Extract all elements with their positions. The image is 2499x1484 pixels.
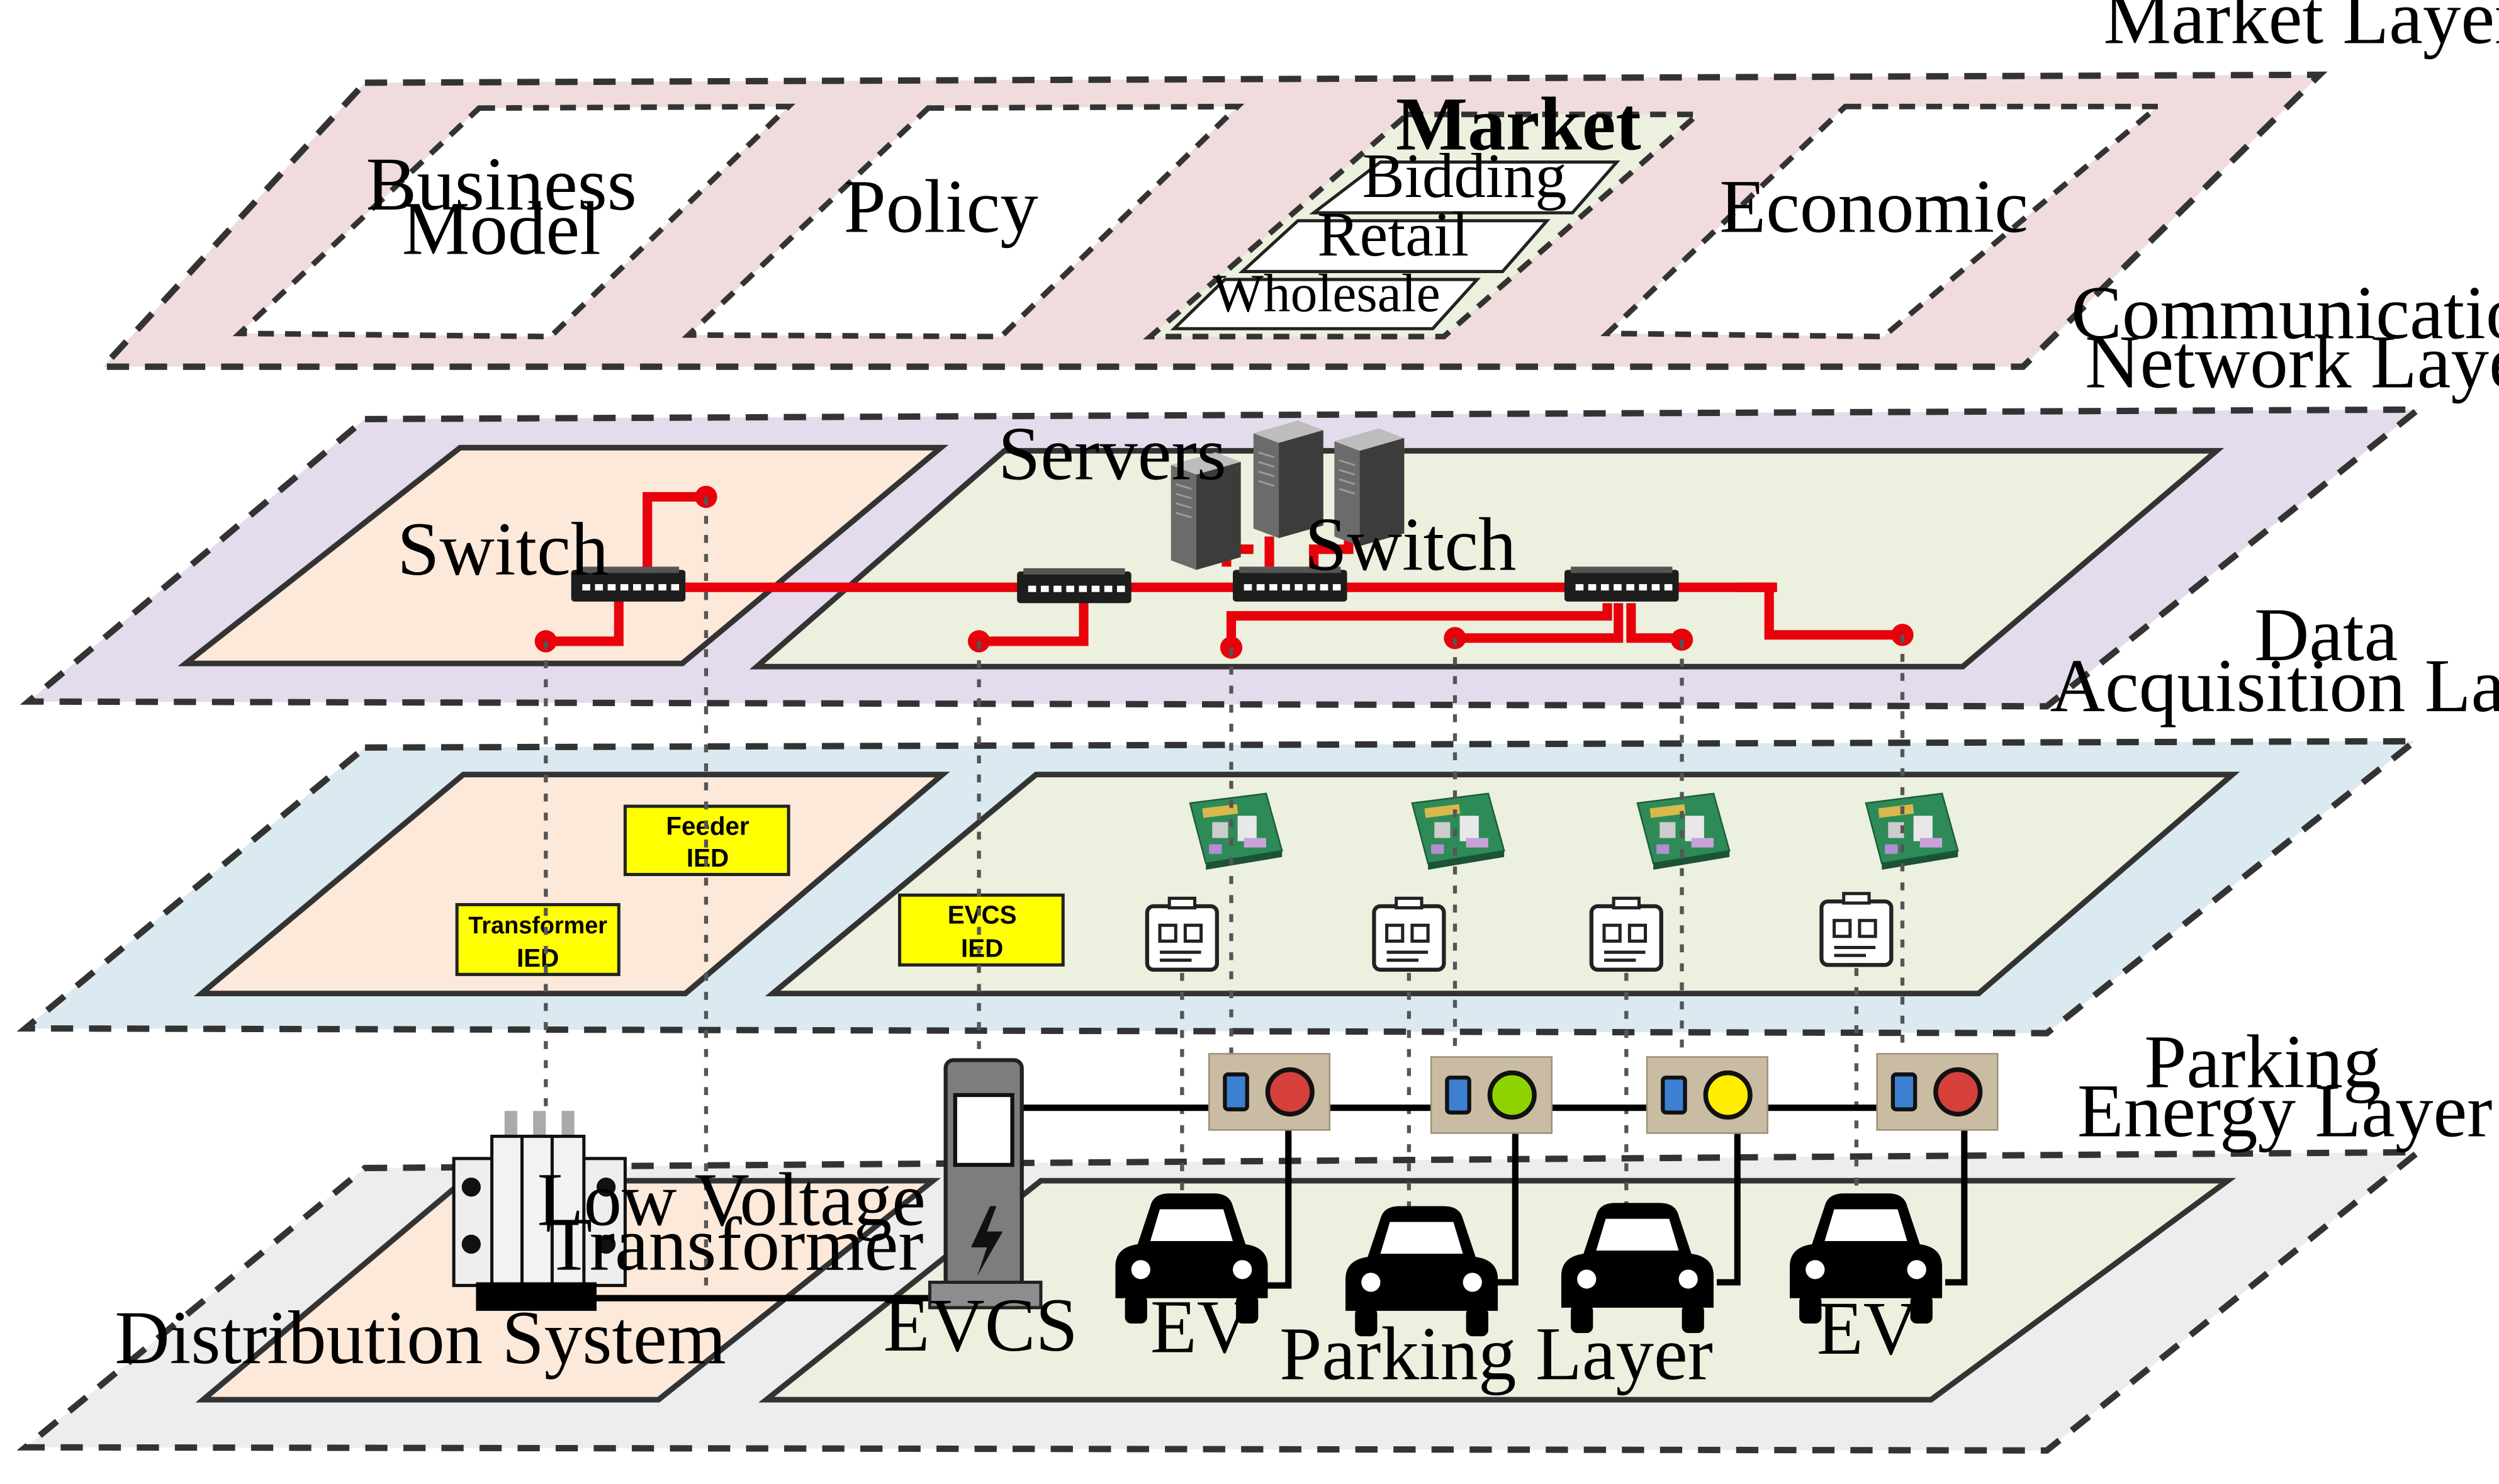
meter-device-icon-3: [1592, 898, 1661, 969]
transformer-ied-box: Transformer IED: [455, 902, 621, 976]
communication-layer-title-2: Network Layer: [2085, 320, 2499, 404]
ev-left-label: EV: [1150, 1284, 1252, 1369]
parking-layer-label: Parking Layer: [1279, 1312, 1713, 1396]
business-model-panel: [232, 103, 796, 340]
feeder-ied-label-2: IED: [687, 843, 729, 872]
market-layer-title: Market Layer: [2104, 0, 2499, 60]
business-model-label-2: Model: [402, 187, 601, 271]
switch-right-icon: [1564, 566, 1679, 602]
switch-right-label: Switch: [1305, 502, 1516, 587]
node-charger-1: [1220, 636, 1243, 659]
switch-mid-icon: [1017, 568, 1132, 604]
status-light-red-icon-2: [1933, 1067, 1983, 1117]
servers-label: Servers: [998, 412, 1227, 497]
parking-energy-layer-title-2: Energy Layer: [2077, 1069, 2493, 1154]
evcs-ied-box: EVCS IED: [898, 893, 1065, 967]
charger-post-1: [1209, 1054, 1330, 1130]
transformer-label: Low Voltage: [537, 1158, 926, 1242]
transformer-icon: [452, 1111, 627, 1311]
wholesale-box: [1170, 278, 1481, 330]
policy-label: Policy: [843, 164, 1038, 249]
comm-right-panel: [749, 447, 2225, 670]
transformer-ied-label: Transformer: [468, 913, 607, 939]
inter-layer-links: [544, 497, 1905, 1301]
retail-box: [1238, 219, 1551, 273]
evcs-ied-label: EVCS: [948, 901, 1017, 930]
distribution-system-label: Distribution System: [115, 1296, 726, 1380]
communication-layer-title: Communication: [2071, 271, 2499, 355]
market-title: Market: [1396, 82, 1641, 166]
ev-right-label: EV: [1817, 1286, 1918, 1371]
control-board-icon-2: [1411, 792, 1505, 871]
data-layer-title: Data: [2254, 593, 2398, 677]
policy-panel: [682, 103, 1245, 340]
economic-panel: [1600, 103, 2166, 340]
status-light-green-icon: [1487, 1070, 1537, 1120]
status-light-yellow-icon: [1703, 1070, 1753, 1120]
bidding-label: Bidding: [1362, 140, 1567, 211]
node-charger-3: [1670, 628, 1693, 651]
control-board-icon-1: [1189, 792, 1283, 871]
meter-device-icon-2: [1374, 898, 1444, 969]
wholesale-label: Wholesale: [1213, 263, 1440, 323]
comm-left-panel: [177, 444, 949, 666]
economic-label: Economic: [1719, 164, 2028, 249]
evcs-label: EVCS: [883, 1283, 1077, 1368]
business-model-label: Business: [366, 142, 637, 227]
evcs-ied-label-2: IED: [961, 934, 1003, 963]
meter-device-icon-4: [1821, 894, 1891, 965]
switch-left-label: Switch: [397, 507, 609, 592]
evcs-station-icon: [928, 1058, 1043, 1310]
meter-device-icon-1: [1147, 898, 1217, 969]
status-light-red-icon: [1265, 1067, 1315, 1117]
charger-post-4: [1877, 1054, 1998, 1130]
transformer-ied-label-2: IED: [517, 943, 559, 972]
data-layer-title-2: Acquisition Layer: [2050, 644, 2499, 728]
market-layer: Market Layer Business Model Policy Marke…: [96, 0, 2499, 370]
transformer-label-2: Transformer: [546, 1202, 924, 1286]
charger-post-2: [1431, 1057, 1552, 1133]
communication-layer: Communication Network Layer: [20, 271, 2499, 710]
control-board-icon-4: [1865, 792, 1959, 871]
retail-label: Retail: [1317, 199, 1469, 269]
charger-post-3: [1647, 1057, 1768, 1133]
bidding-box: [1309, 160, 1620, 215]
parking-energy-layer-title: Parking: [2144, 1020, 2381, 1104]
